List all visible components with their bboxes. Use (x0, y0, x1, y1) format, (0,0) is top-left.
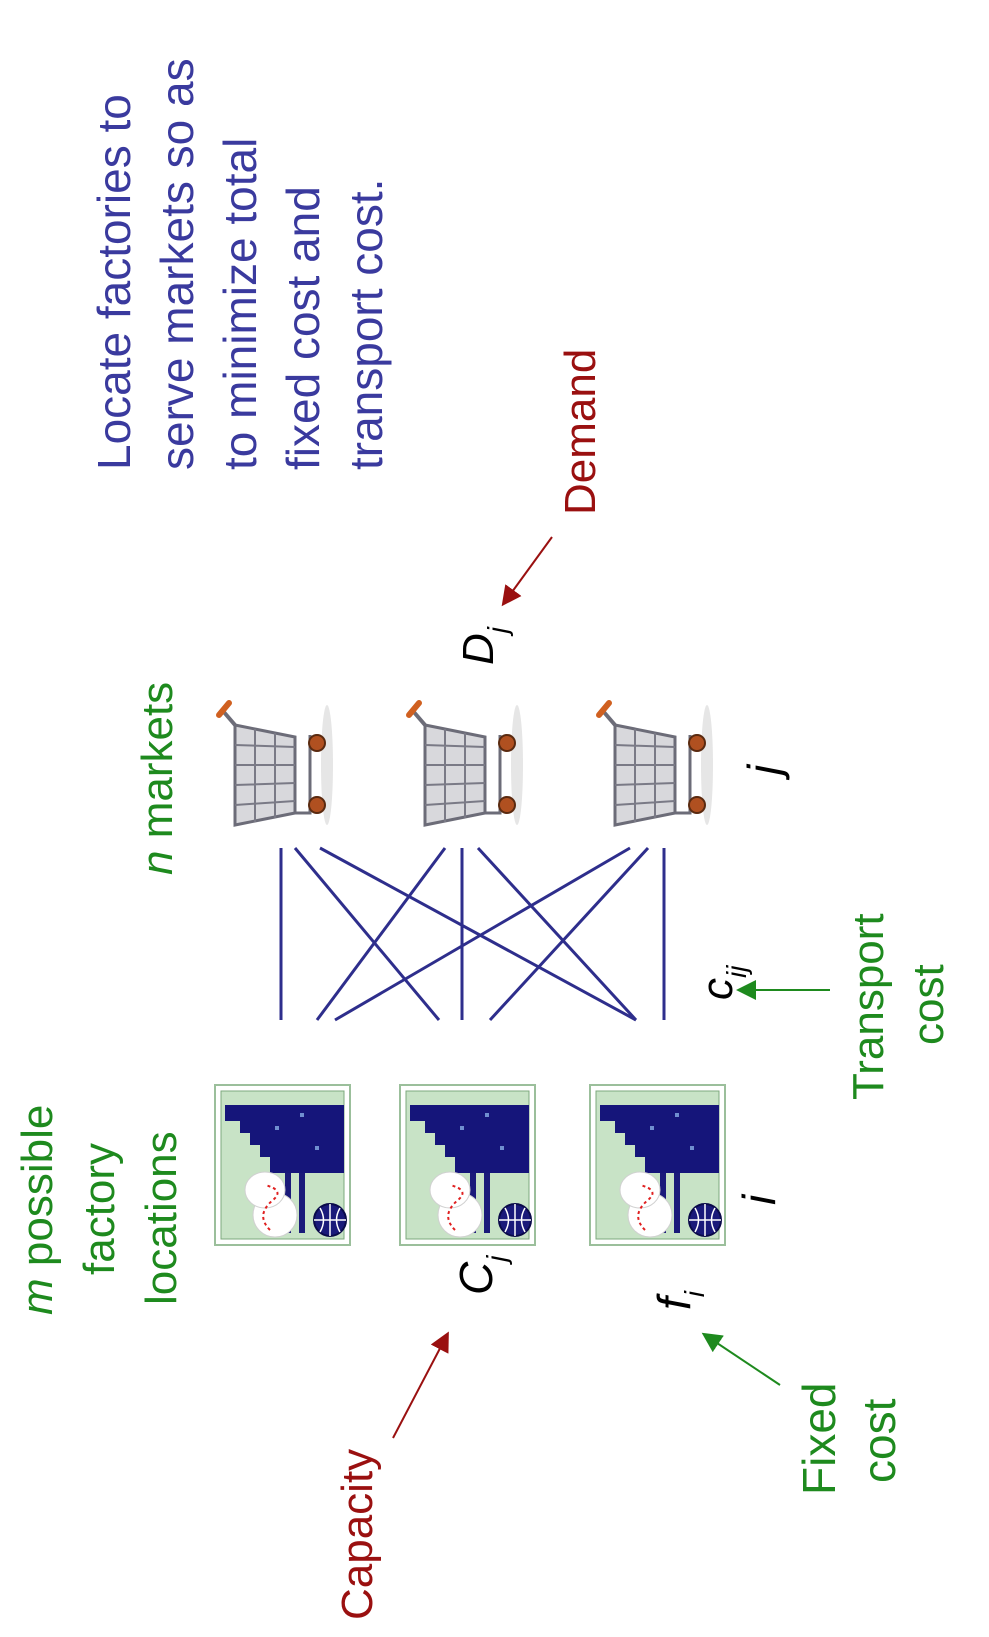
svg-text:locations: locations (137, 1131, 186, 1305)
market-3 (599, 703, 713, 825)
link (476, 846, 638, 1022)
link (315, 847, 447, 1021)
svg-text:cost: cost (904, 964, 953, 1045)
title-line: fixed cost and (277, 186, 329, 470)
markets-label: n markets (133, 682, 182, 875)
title-line: serve markets so as (151, 58, 203, 470)
factory-3 (589, 1084, 726, 1246)
factories-label: m possible factory locations (13, 1105, 186, 1315)
link (334, 846, 631, 1022)
factory-1 (214, 1084, 351, 1246)
capacity-arrow (392, 1331, 449, 1439)
link (488, 846, 650, 1022)
transport-links (279, 846, 666, 1022)
link (319, 846, 637, 1022)
svg-text:factory: factory (75, 1143, 124, 1275)
title-line: transport cost. (340, 179, 392, 470)
shopping-cart-icon (409, 703, 523, 825)
market-1 (219, 703, 333, 825)
transport-variable: cij (693, 965, 752, 1000)
factory-map-icon (399, 1084, 536, 1246)
demand-variable: Dj (454, 626, 513, 665)
title-block: Locate factories to serve markets so as … (88, 58, 392, 470)
market-index: j (738, 763, 790, 781)
title-line: Locate factories to (88, 94, 140, 470)
fixed-cost-arrow (701, 1332, 781, 1386)
title-line: to minimize total (214, 138, 266, 470)
fixed-cost-label: Fixed cost (793, 1383, 905, 1495)
transport-cost-label: Transport cost (844, 913, 953, 1100)
factory-2 (399, 1084, 536, 1246)
svg-text:Fixed: Fixed (793, 1383, 845, 1495)
market-2 (409, 703, 523, 825)
link (293, 847, 441, 1021)
demand-label: Demand (556, 349, 605, 515)
shopping-cart-icon (599, 703, 713, 825)
capacity-variable: Cj (450, 1255, 512, 1295)
factory-map-icon (214, 1084, 351, 1246)
demand-arrow (501, 536, 553, 607)
svg-text:Transport: Transport (844, 913, 893, 1100)
fixed-cost-variable: fi (648, 1290, 710, 1310)
shopping-cart-icon (219, 703, 333, 825)
svg-text:cost: cost (853, 1398, 905, 1483)
capacity-label: Capacity (333, 1449, 382, 1620)
svg-text:m possible: m possible (13, 1105, 62, 1315)
factory-index: i (733, 1193, 785, 1205)
factory-map-icon (589, 1084, 726, 1246)
